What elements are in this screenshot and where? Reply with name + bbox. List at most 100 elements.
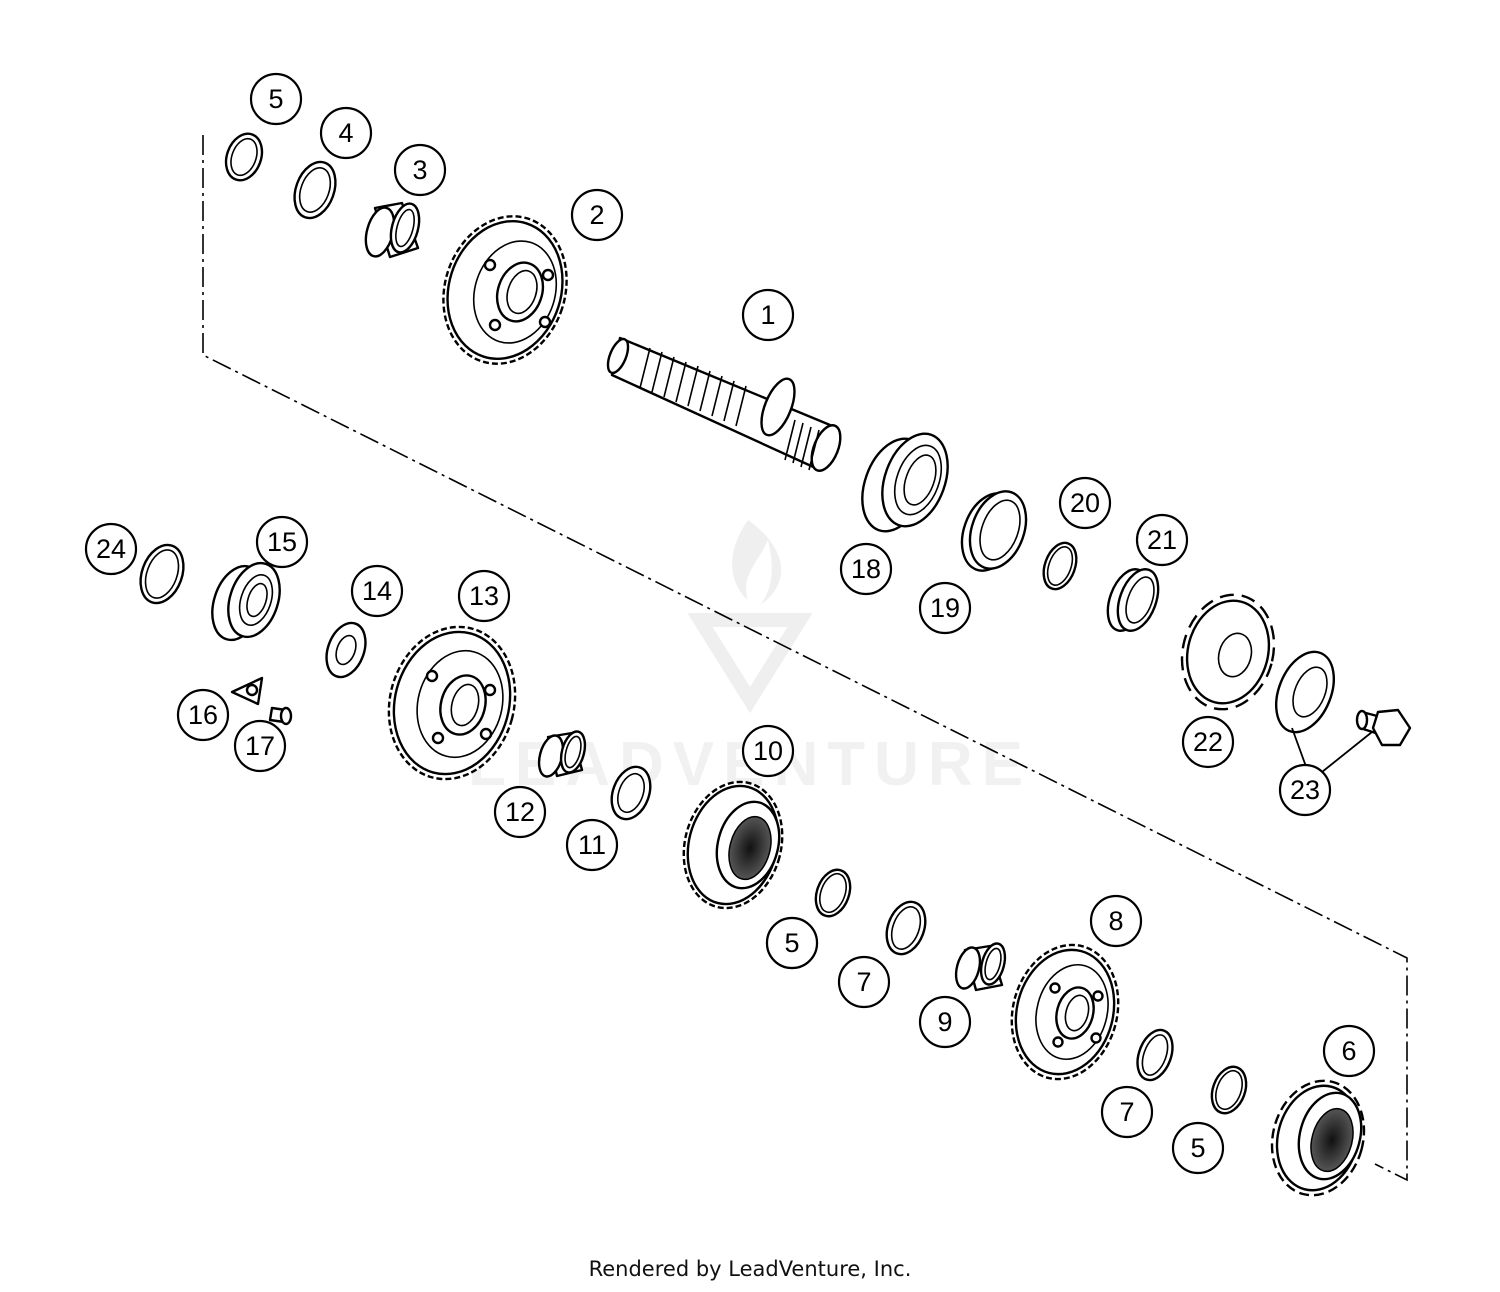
part-spacer-sleeve-21 — [1106, 568, 1160, 632]
callout-circle — [176, 688, 230, 742]
callout-circle — [255, 515, 309, 569]
callout-number: 12 — [505, 797, 535, 827]
callout-number: 5 — [1190, 1133, 1205, 1163]
callout-number: 19 — [930, 593, 960, 623]
part-gear-13 — [387, 625, 517, 781]
callout-15: 15 — [255, 515, 309, 569]
callout-number: 7 — [856, 967, 871, 997]
callout-12: 12 — [493, 785, 547, 839]
callout-number: 6 — [1341, 1036, 1356, 1066]
callout-circle — [1100, 1085, 1154, 1139]
callout-7: 7 — [1100, 1085, 1154, 1139]
callout-14: 14 — [350, 564, 404, 618]
callout-number: 21 — [1147, 525, 1177, 555]
callout-circle — [1089, 894, 1143, 948]
callout-2: 2 — [570, 188, 624, 242]
callout-number: 11 — [578, 830, 606, 860]
callout-circle — [741, 288, 795, 342]
part-washer-and-bolt-23 — [1275, 650, 1412, 747]
part-washer-4 — [293, 160, 337, 220]
footer-credit: Rendered by LeadVenture, Inc. — [588, 1257, 912, 1281]
callout-number: 2 — [589, 200, 604, 230]
callout-number: 16 — [188, 700, 218, 730]
callout-circle — [350, 564, 404, 618]
callout-19: 19 — [918, 581, 972, 635]
callout-number: 18 — [851, 554, 881, 584]
assembly-boundary — [202, 135, 1408, 1182]
callout-8: 8 — [1089, 894, 1143, 948]
callout-circle — [918, 581, 972, 635]
callout-3: 3 — [393, 143, 447, 197]
part-bearing-15 — [211, 561, 281, 642]
callout-circle — [1278, 763, 1332, 817]
callout-number: 20 — [1070, 488, 1100, 518]
callout-circle — [839, 542, 893, 596]
callout-circle — [837, 955, 891, 1009]
part-gear-8 — [1010, 943, 1120, 1081]
part-snap-ring-5-top — [224, 132, 264, 182]
part-bushing-3 — [364, 201, 421, 259]
part-shaft-seal-19 — [960, 490, 1028, 572]
callout-circle — [1058, 476, 1112, 530]
callout-number: 24 — [96, 534, 126, 564]
callout-labels: 1234555567789101112131415161718192021222… — [84, 72, 1376, 1175]
callout-6: 6 — [1322, 1024, 1376, 1078]
callout-circle — [393, 143, 447, 197]
callout-number: 9 — [937, 1007, 952, 1037]
part-snap-ring-5-lower — [1210, 1065, 1248, 1115]
callout-circle — [918, 995, 972, 1049]
callout-number: 13 — [469, 581, 499, 611]
callout-number: 10 — [753, 736, 783, 766]
callout-number: 5 — [268, 84, 283, 114]
part-sprocket-22 — [1180, 593, 1276, 711]
callout-number: 4 — [338, 118, 353, 148]
callout-number: 5 — [784, 928, 799, 958]
callout-5: 5 — [765, 916, 819, 970]
callout-circle — [565, 818, 619, 872]
part-gear-6 — [1270, 1079, 1366, 1197]
callout-circle — [570, 188, 624, 242]
part-bearing-18 — [861, 432, 949, 533]
callout-number: 22 — [1193, 727, 1223, 757]
callout-number: 23 — [1290, 775, 1320, 805]
part-snap-ring-5-middle — [814, 868, 852, 918]
callout-number: 7 — [1119, 1097, 1134, 1127]
callout-11: 11 — [565, 818, 619, 872]
callout-23: 23 — [1278, 763, 1332, 817]
callout-circle — [1171, 1121, 1225, 1175]
part-o-ring-20 — [1042, 541, 1078, 591]
part-screw-17 — [268, 706, 293, 726]
callout-1: 1 — [741, 288, 795, 342]
part-main-shaft-1 — [606, 336, 842, 472]
callout-24: 24 — [84, 522, 138, 576]
callout-22: 22 — [1181, 715, 1235, 769]
callout-circle — [765, 916, 819, 970]
callout-circle — [319, 106, 373, 160]
callout-17: 17 — [233, 719, 287, 773]
callout-number: 17 — [245, 731, 275, 761]
part-washer-11 — [610, 765, 652, 821]
part-lock-plate-16 — [230, 676, 264, 706]
callout-number: 1 — [760, 300, 775, 330]
part-gear-10 — [682, 780, 784, 910]
callout-circle — [457, 569, 511, 623]
callout-circle — [84, 522, 138, 576]
callout-18: 18 — [839, 542, 893, 596]
callout-4: 4 — [319, 106, 373, 160]
part-washer-7-middle — [885, 900, 927, 956]
part-washer-14 — [325, 621, 367, 679]
callout-20: 20 — [1058, 476, 1112, 530]
callout-5: 5 — [249, 72, 303, 126]
callout-10: 10 — [741, 724, 795, 778]
callout-circle — [741, 724, 795, 778]
callout-21: 21 — [1135, 513, 1189, 567]
callout-13: 13 — [457, 569, 511, 623]
callout-number: 14 — [362, 576, 392, 606]
part-bushing-9 — [954, 942, 1007, 992]
callout-16: 16 — [176, 688, 230, 742]
part-washer-7-lower — [1136, 1028, 1174, 1082]
callout-number: 3 — [412, 155, 427, 185]
callout-circle — [1135, 513, 1189, 567]
callout-9: 9 — [918, 995, 972, 1049]
